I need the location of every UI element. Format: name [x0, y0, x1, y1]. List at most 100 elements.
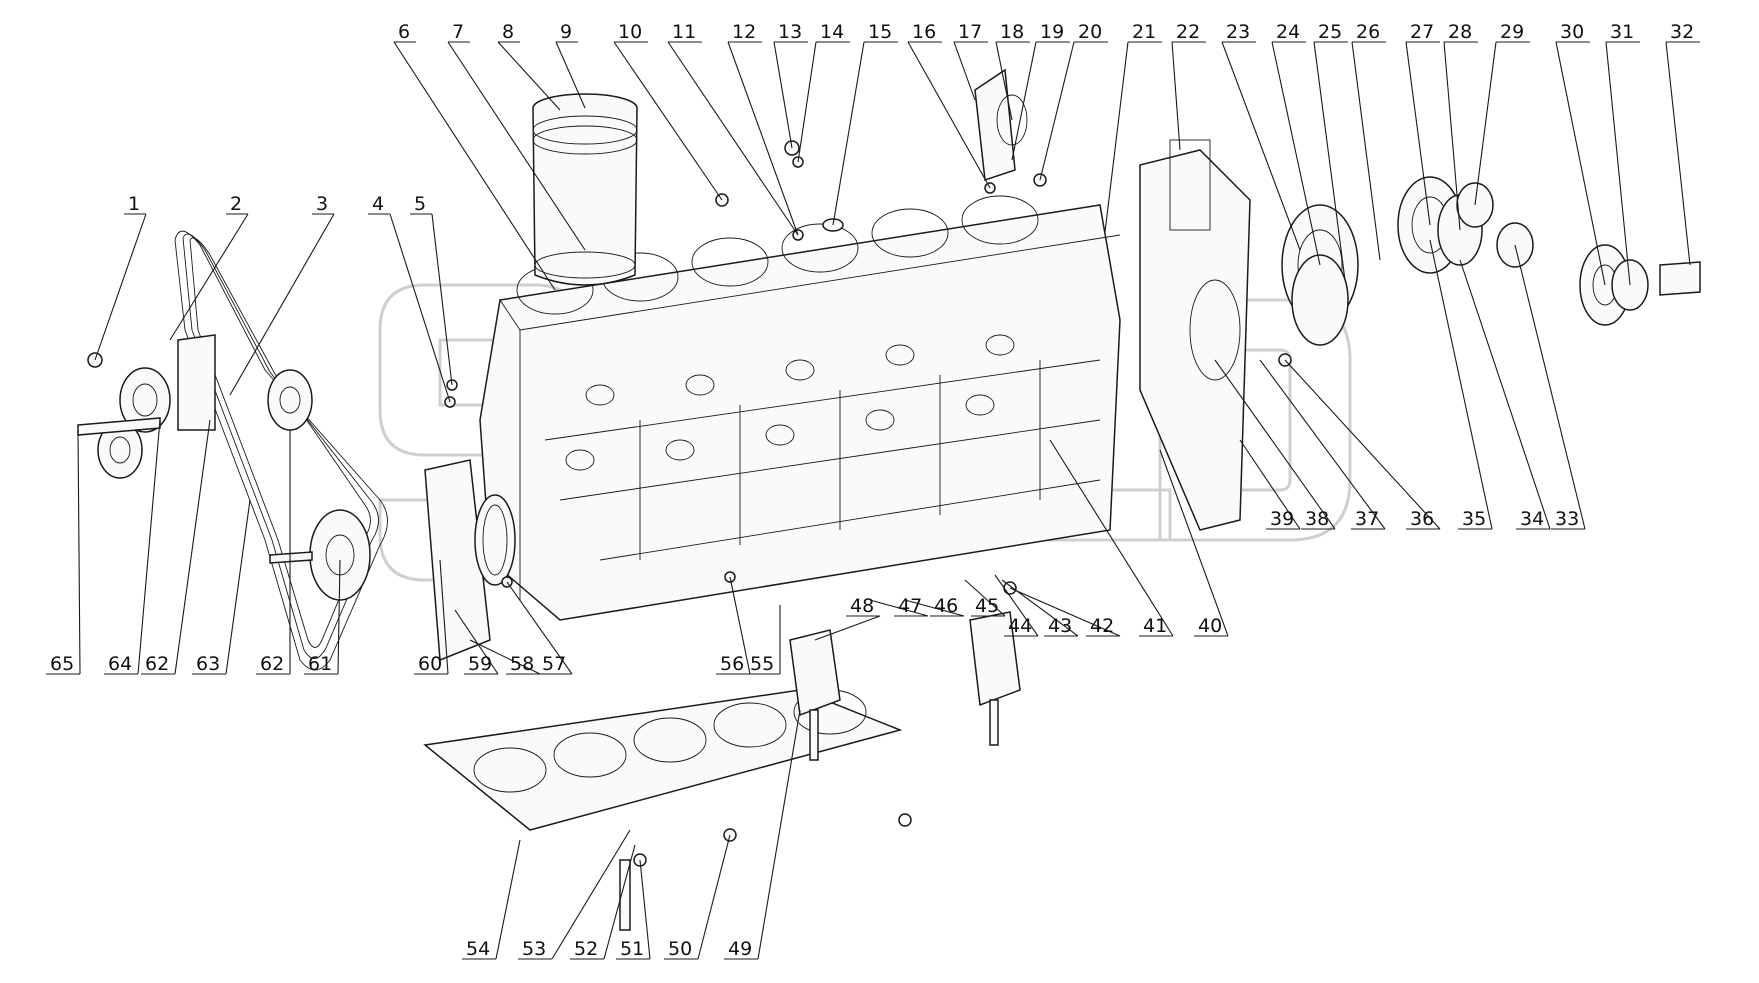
front-cover — [424, 459, 516, 662]
cylinder-bore — [781, 223, 859, 273]
callout-number: 50 — [668, 938, 692, 960]
leader-line — [1009, 587, 1121, 637]
leader-line — [447, 41, 586, 251]
bearing-frame — [423, 689, 903, 831]
main-bearing-caps — [789, 611, 1021, 761]
frame-opening — [713, 702, 787, 748]
callout-31: 31 — [1605, 21, 1640, 286]
callout-27: 27 — [1405, 21, 1440, 226]
callout-24: 24 — [1271, 21, 1321, 266]
cylinder-liner — [532, 93, 638, 286]
callout-50: 50 — [664, 834, 731, 960]
callout-58: 58 — [469, 639, 541, 675]
block-port — [685, 374, 715, 396]
leader-line — [904, 599, 965, 617]
callout-30: 30 — [1555, 21, 1606, 286]
callout-56: 56 — [716, 576, 751, 675]
callout-36: 36 — [1284, 359, 1441, 530]
callout-number: 20 — [1078, 21, 1102, 43]
callout-39: 39 — [1239, 439, 1301, 530]
leader-line — [995, 41, 1013, 121]
callout-14: 14 — [797, 21, 850, 163]
leader-line — [389, 213, 451, 403]
leader-line — [469, 639, 541, 675]
callout-1: 1 — [94, 193, 147, 361]
callout-number: 60 — [418, 653, 442, 675]
leader-line — [603, 844, 636, 960]
leader-line — [613, 41, 723, 201]
callout-25: 25 — [1313, 21, 1348, 281]
block-port — [565, 449, 595, 471]
callout-number: 59 — [468, 653, 492, 675]
leader-line — [1271, 41, 1321, 266]
cover-plate — [974, 68, 1028, 182]
leader-line — [773, 41, 793, 149]
callout-number: 37 — [1355, 508, 1379, 530]
callout-41: 41 — [1049, 439, 1174, 637]
callout-number: 53 — [522, 938, 546, 960]
callout-47: 47 — [869, 595, 929, 617]
leader-line — [77, 429, 81, 675]
callout-number: 38 — [1305, 508, 1329, 530]
callout-number: 33 — [1555, 508, 1579, 530]
block-port — [865, 409, 895, 431]
callout-number: 36 — [1410, 508, 1434, 530]
block-port — [985, 334, 1015, 356]
leader-line — [953, 41, 976, 101]
callout-number: 19 — [1040, 21, 1064, 43]
leader-line — [1049, 439, 1174, 637]
callout-number: 44 — [1008, 615, 1032, 637]
callout-number: 13 — [778, 21, 802, 43]
callout-number: 58 — [510, 653, 534, 675]
callout-number: 22 — [1176, 21, 1200, 43]
callout-number: 12 — [732, 21, 756, 43]
callout-11: 11 — [667, 21, 799, 236]
callout-52: 52 — [570, 844, 636, 960]
callout-61: 61 — [304, 559, 341, 675]
callout-number: 65 — [50, 653, 74, 675]
callout-53: 53 — [518, 829, 631, 960]
callout-35: 35 — [1429, 239, 1493, 530]
callout-63: 63 — [192, 499, 251, 675]
callout-33: 33 — [1514, 244, 1586, 530]
callout-3: 3 — [229, 193, 335, 396]
callout-20: 20 — [1039, 21, 1108, 181]
idler-pulley — [267, 369, 313, 431]
callout-62: 62 — [141, 419, 211, 675]
leader-line — [1429, 239, 1493, 530]
callout-number: 61 — [308, 653, 332, 675]
callout-number: 17 — [958, 21, 982, 43]
leader-line — [393, 41, 556, 291]
callout-13: 13 — [773, 21, 808, 149]
leader-line — [1104, 41, 1129, 233]
callout-number: 9 — [560, 21, 572, 43]
leader-line — [797, 41, 817, 163]
callout-17: 17 — [953, 21, 988, 101]
callout-number: 6 — [398, 21, 410, 43]
callout-54: 54 — [462, 839, 521, 960]
leader-line — [832, 41, 865, 226]
callout-number: 10 — [618, 21, 642, 43]
leader-line — [1039, 41, 1075, 181]
leader-line — [1284, 359, 1441, 530]
leader-line — [1555, 41, 1606, 286]
callout-number: 24 — [1276, 21, 1300, 43]
leader-line — [1221, 41, 1301, 251]
callout-number: 11 — [672, 21, 696, 43]
callout-number: 55 — [750, 653, 774, 675]
block-port — [885, 344, 915, 366]
callout-5: 5 — [410, 193, 453, 386]
leader-line — [907, 41, 991, 189]
block-port — [765, 424, 795, 446]
callout-49: 49 — [724, 709, 801, 960]
callout-55: 55 — [746, 605, 781, 675]
callout-number: 27 — [1410, 21, 1434, 43]
callout-number: 43 — [1048, 615, 1072, 637]
callout-21: 21 — [1104, 21, 1162, 233]
callout-26: 26 — [1351, 21, 1386, 261]
callout-number: 8 — [502, 21, 514, 43]
leader-line — [169, 213, 249, 341]
block-port — [965, 394, 995, 416]
leader-line — [431, 213, 453, 386]
leader-line — [454, 609, 499, 675]
